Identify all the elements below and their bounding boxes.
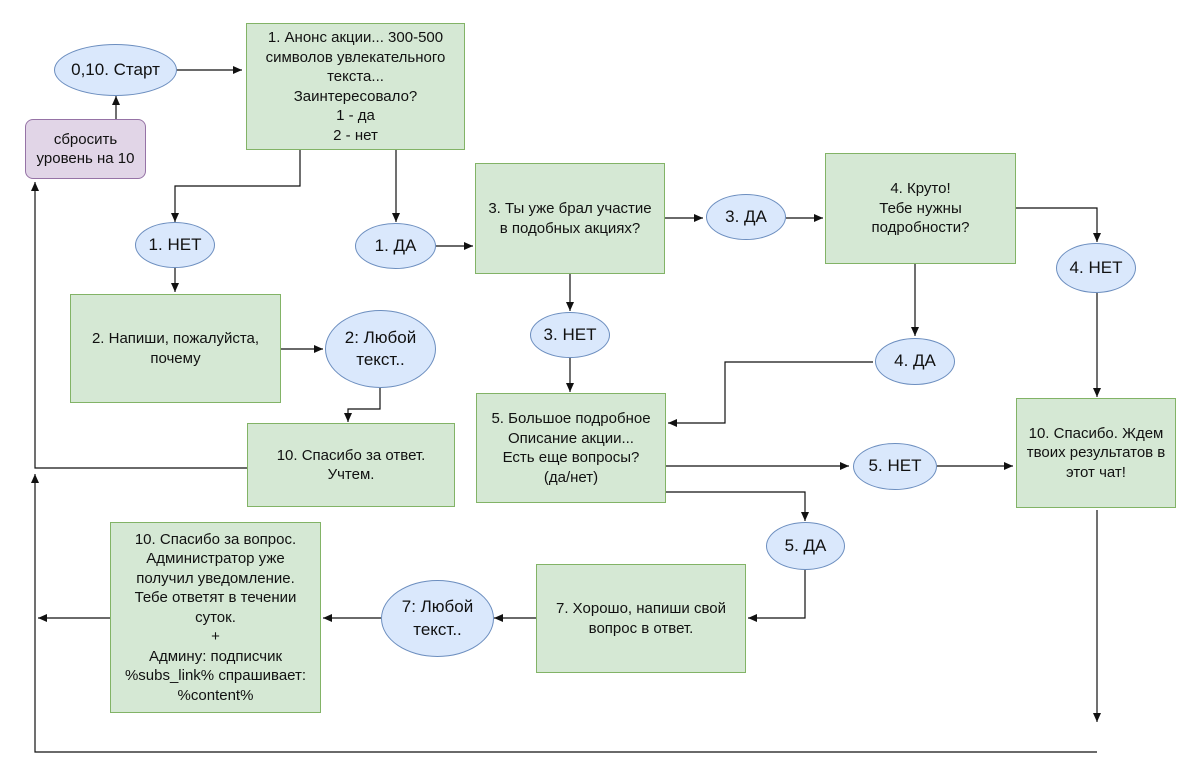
edge-yes4-details bbox=[668, 361, 873, 427]
edge-any2-thanks-answer bbox=[344, 388, 381, 422]
any7-node: 7: Любой текст.. bbox=[381, 580, 494, 657]
no4-node: 4. НЕТ bbox=[1056, 243, 1136, 293]
edge-bottom-loop bbox=[31, 474, 1097, 753]
edge-announce-no1 bbox=[171, 150, 301, 222]
write-question-node: 7. Хорошо, напиши свой вопрос в ответ. bbox=[536, 564, 746, 673]
cool-node: 4. Круто! Тебе нужны подробности? bbox=[825, 153, 1016, 264]
reset-level-node: сбросить уровень на 10 bbox=[25, 119, 146, 179]
no1-node: 1. НЕТ bbox=[135, 222, 215, 268]
no3-node: 3. НЕТ bbox=[530, 312, 610, 358]
start-node: 0,10. Старт bbox=[54, 44, 177, 96]
details-node: 5. Большое подробное Описание акции... Е… bbox=[476, 393, 666, 503]
yes5-node: 5. ДА bbox=[766, 522, 845, 570]
edge-cool-no4 bbox=[1016, 207, 1101, 242]
edge-details-yes5 bbox=[666, 491, 809, 521]
thanks-results-node: 10. Спасибо. Ждем твоих результатов в эт… bbox=[1016, 398, 1176, 508]
no5-node: 5. НЕТ bbox=[853, 443, 937, 490]
edge-thanks-answer-reset bbox=[31, 182, 247, 469]
participated-node: 3. Ты уже брал участие в подобных акциях… bbox=[475, 163, 665, 274]
yes1-node: 1. ДА bbox=[355, 223, 436, 269]
announce-node: 1. Анонс акции... 300-500 символов увлек… bbox=[246, 23, 465, 150]
edge-yes5-write-question bbox=[748, 570, 806, 622]
thanks-answer-node: 10. Спасибо за ответ. Учтем. bbox=[247, 423, 455, 507]
yes4-node: 4. ДА bbox=[875, 338, 955, 385]
yes3-node: 3. ДА bbox=[706, 194, 786, 240]
any2-node: 2: Любой текст.. bbox=[325, 310, 436, 388]
thanks-question-node: 10. Спасибо за вопрос. Администратор уже… bbox=[110, 522, 321, 713]
why-node: 2. Напиши, пожалуйста, почему bbox=[70, 294, 281, 403]
